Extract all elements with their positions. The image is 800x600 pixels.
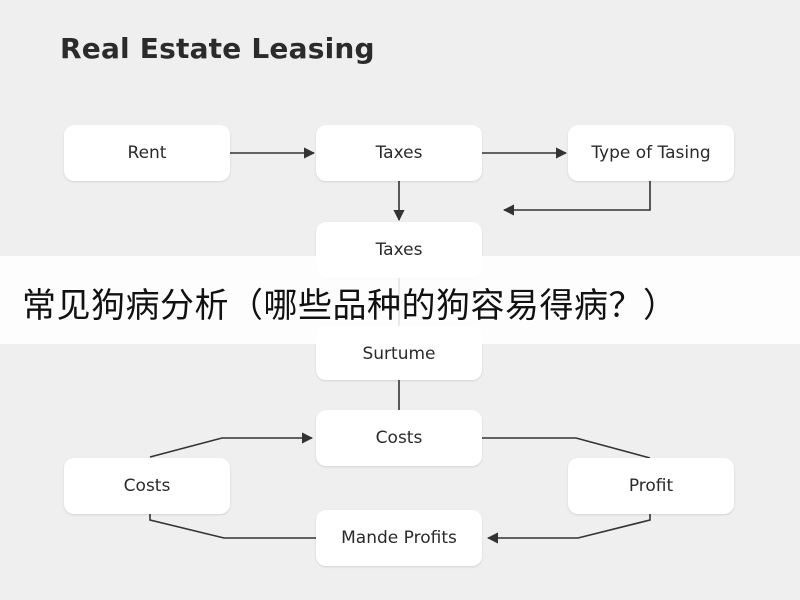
node-mande-profits[interactable]: Mande Profits xyxy=(316,510,482,566)
node-rent[interactable]: Rent xyxy=(64,125,230,181)
edge-costs-to-profit xyxy=(482,437,651,459)
node-costs-left[interactable]: Costs xyxy=(64,458,230,514)
banner-text: 常见狗病分析（哪些品种的狗容易得病？） xyxy=(22,286,678,326)
diagram-title: Real Estate Leasing xyxy=(60,32,375,65)
edge-costs-left-to-mande xyxy=(149,512,316,539)
node-profit[interactable]: Profit xyxy=(568,458,734,514)
edge-type-return xyxy=(502,180,651,216)
node-taxes-top[interactable]: Taxes xyxy=(316,125,482,181)
edge-profit-to-mande xyxy=(486,512,651,544)
overlay-banner xyxy=(0,256,800,344)
node-type-of-tasing[interactable]: Type of Tasing xyxy=(568,125,734,181)
edge-costs-left-to-center xyxy=(149,432,314,458)
node-costs-center[interactable]: Costs xyxy=(316,410,482,466)
